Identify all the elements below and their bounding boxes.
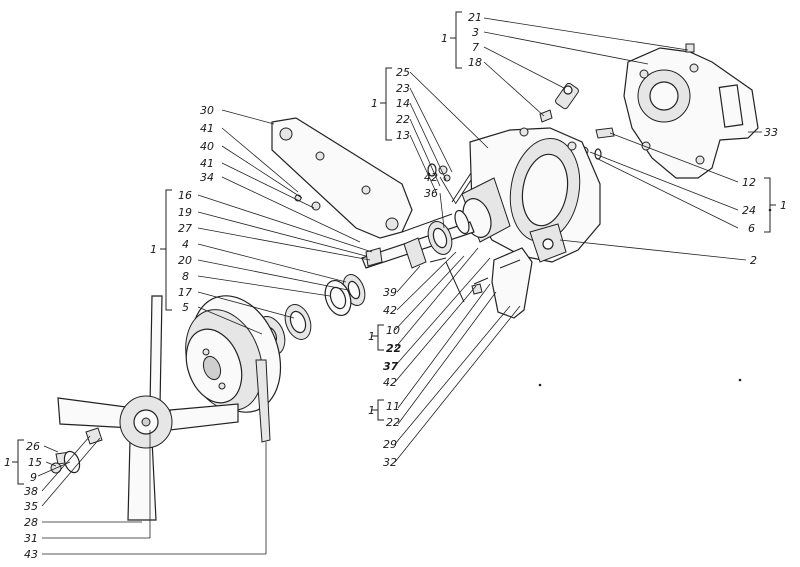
label-21: 21: [468, 11, 482, 24]
label-2: 2: [750, 254, 757, 267]
label-42-middle: 42: [383, 304, 397, 317]
label-9: 9: [30, 471, 37, 484]
pump-housing-part: [461, 127, 601, 263]
label-30: 30: [200, 104, 214, 117]
label-36: 36: [424, 187, 438, 200]
label-41-upper: 41: [200, 122, 214, 135]
label-8: 8: [182, 270, 189, 283]
label-40: 40: [200, 140, 214, 153]
label-12: 12: [742, 176, 756, 189]
pulley-part: [185, 295, 282, 443]
label-19: 19: [178, 206, 192, 219]
label-22-bold: 22: [386, 342, 402, 355]
label-11: 11: [386, 400, 400, 413]
label-23: 23: [396, 82, 410, 95]
label-1-top-middle: 1: [371, 97, 378, 110]
label-39: 39: [383, 286, 397, 299]
label-7: 7: [472, 41, 479, 54]
label-38: 38: [24, 485, 38, 498]
label-34: 34: [200, 171, 214, 184]
label-16: 16: [178, 189, 192, 202]
label-32: 32: [383, 456, 397, 469]
label-4: 4: [182, 238, 189, 251]
label-13: 13: [396, 129, 410, 142]
fan-part: [57, 295, 239, 521]
label-22-top: 22: [396, 113, 410, 126]
label-37: 37: [383, 360, 399, 373]
label-29: 29: [383, 438, 397, 451]
label-1-center-b: 1: [368, 404, 375, 417]
label-14: 14: [396, 97, 410, 110]
grouping-brackets: [12, 11, 776, 485]
label-6: 6: [748, 222, 755, 235]
pump-cover-part: [623, 43, 759, 179]
label-31: 31: [24, 532, 38, 545]
label-28: 28: [24, 516, 38, 529]
leader-lines: [37, 17, 762, 555]
label-33: 33: [764, 126, 778, 139]
label-3: 3: [472, 26, 479, 39]
label-43: 43: [24, 548, 38, 561]
label-22-center: 22: [386, 416, 400, 429]
label-35: 35: [24, 500, 38, 513]
bracket-plate-part: [271, 117, 413, 239]
label-5: 5: [182, 301, 189, 314]
label-42-lower: 42: [383, 376, 397, 389]
label-1-left: 1: [150, 243, 157, 256]
label-26: 26: [26, 440, 40, 453]
label-42-upper: 42: [424, 171, 438, 184]
label-18: 18: [468, 56, 482, 69]
label-25: 25: [396, 66, 410, 79]
label-41-lower: 41: [200, 157, 214, 170]
label-24: 24: [742, 204, 756, 217]
label-20: 20: [178, 254, 192, 267]
label-1-center-a: 1: [368, 330, 375, 343]
label-15: 15: [28, 456, 42, 469]
belt-guard-part: [429, 247, 533, 319]
label-10: 10: [386, 324, 400, 337]
label-1-lower-left: 1: [4, 456, 11, 469]
label-1-right: 1: [780, 199, 787, 212]
callout-labels: 21 3 7 18 1 25 23 14 22 13 1 30 41 40 41…: [4, 11, 787, 561]
label-1-top-right: 1: [441, 32, 448, 45]
label-27: 27: [178, 222, 192, 235]
label-17: 17: [178, 286, 192, 299]
